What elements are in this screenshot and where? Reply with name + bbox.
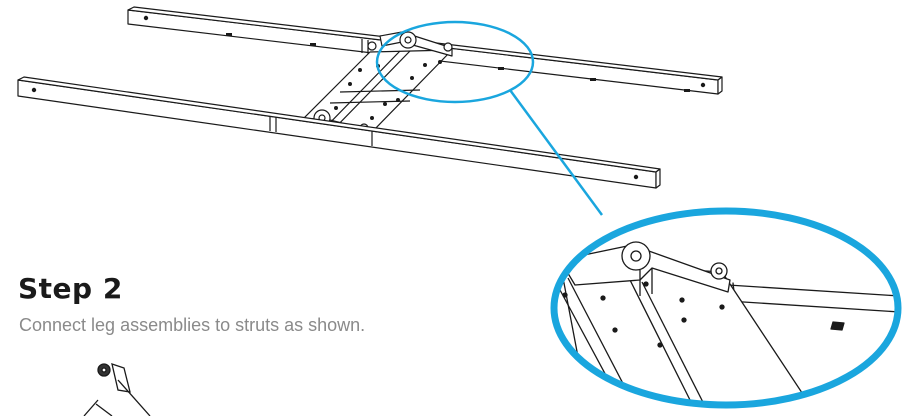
leg-assembly-preview — [83, 363, 151, 416]
lower-strut — [17, 76, 661, 189]
callout-connector-line — [508, 89, 604, 216]
step-instruction: Connect leg assemblies to struts as show… — [19, 315, 366, 335]
callout-circle — [375, 20, 535, 104]
step-title: Step 2 — [18, 272, 123, 305]
zoomed-detail-view — [550, 207, 902, 409]
zoom-callout-circle — [550, 207, 902, 409]
